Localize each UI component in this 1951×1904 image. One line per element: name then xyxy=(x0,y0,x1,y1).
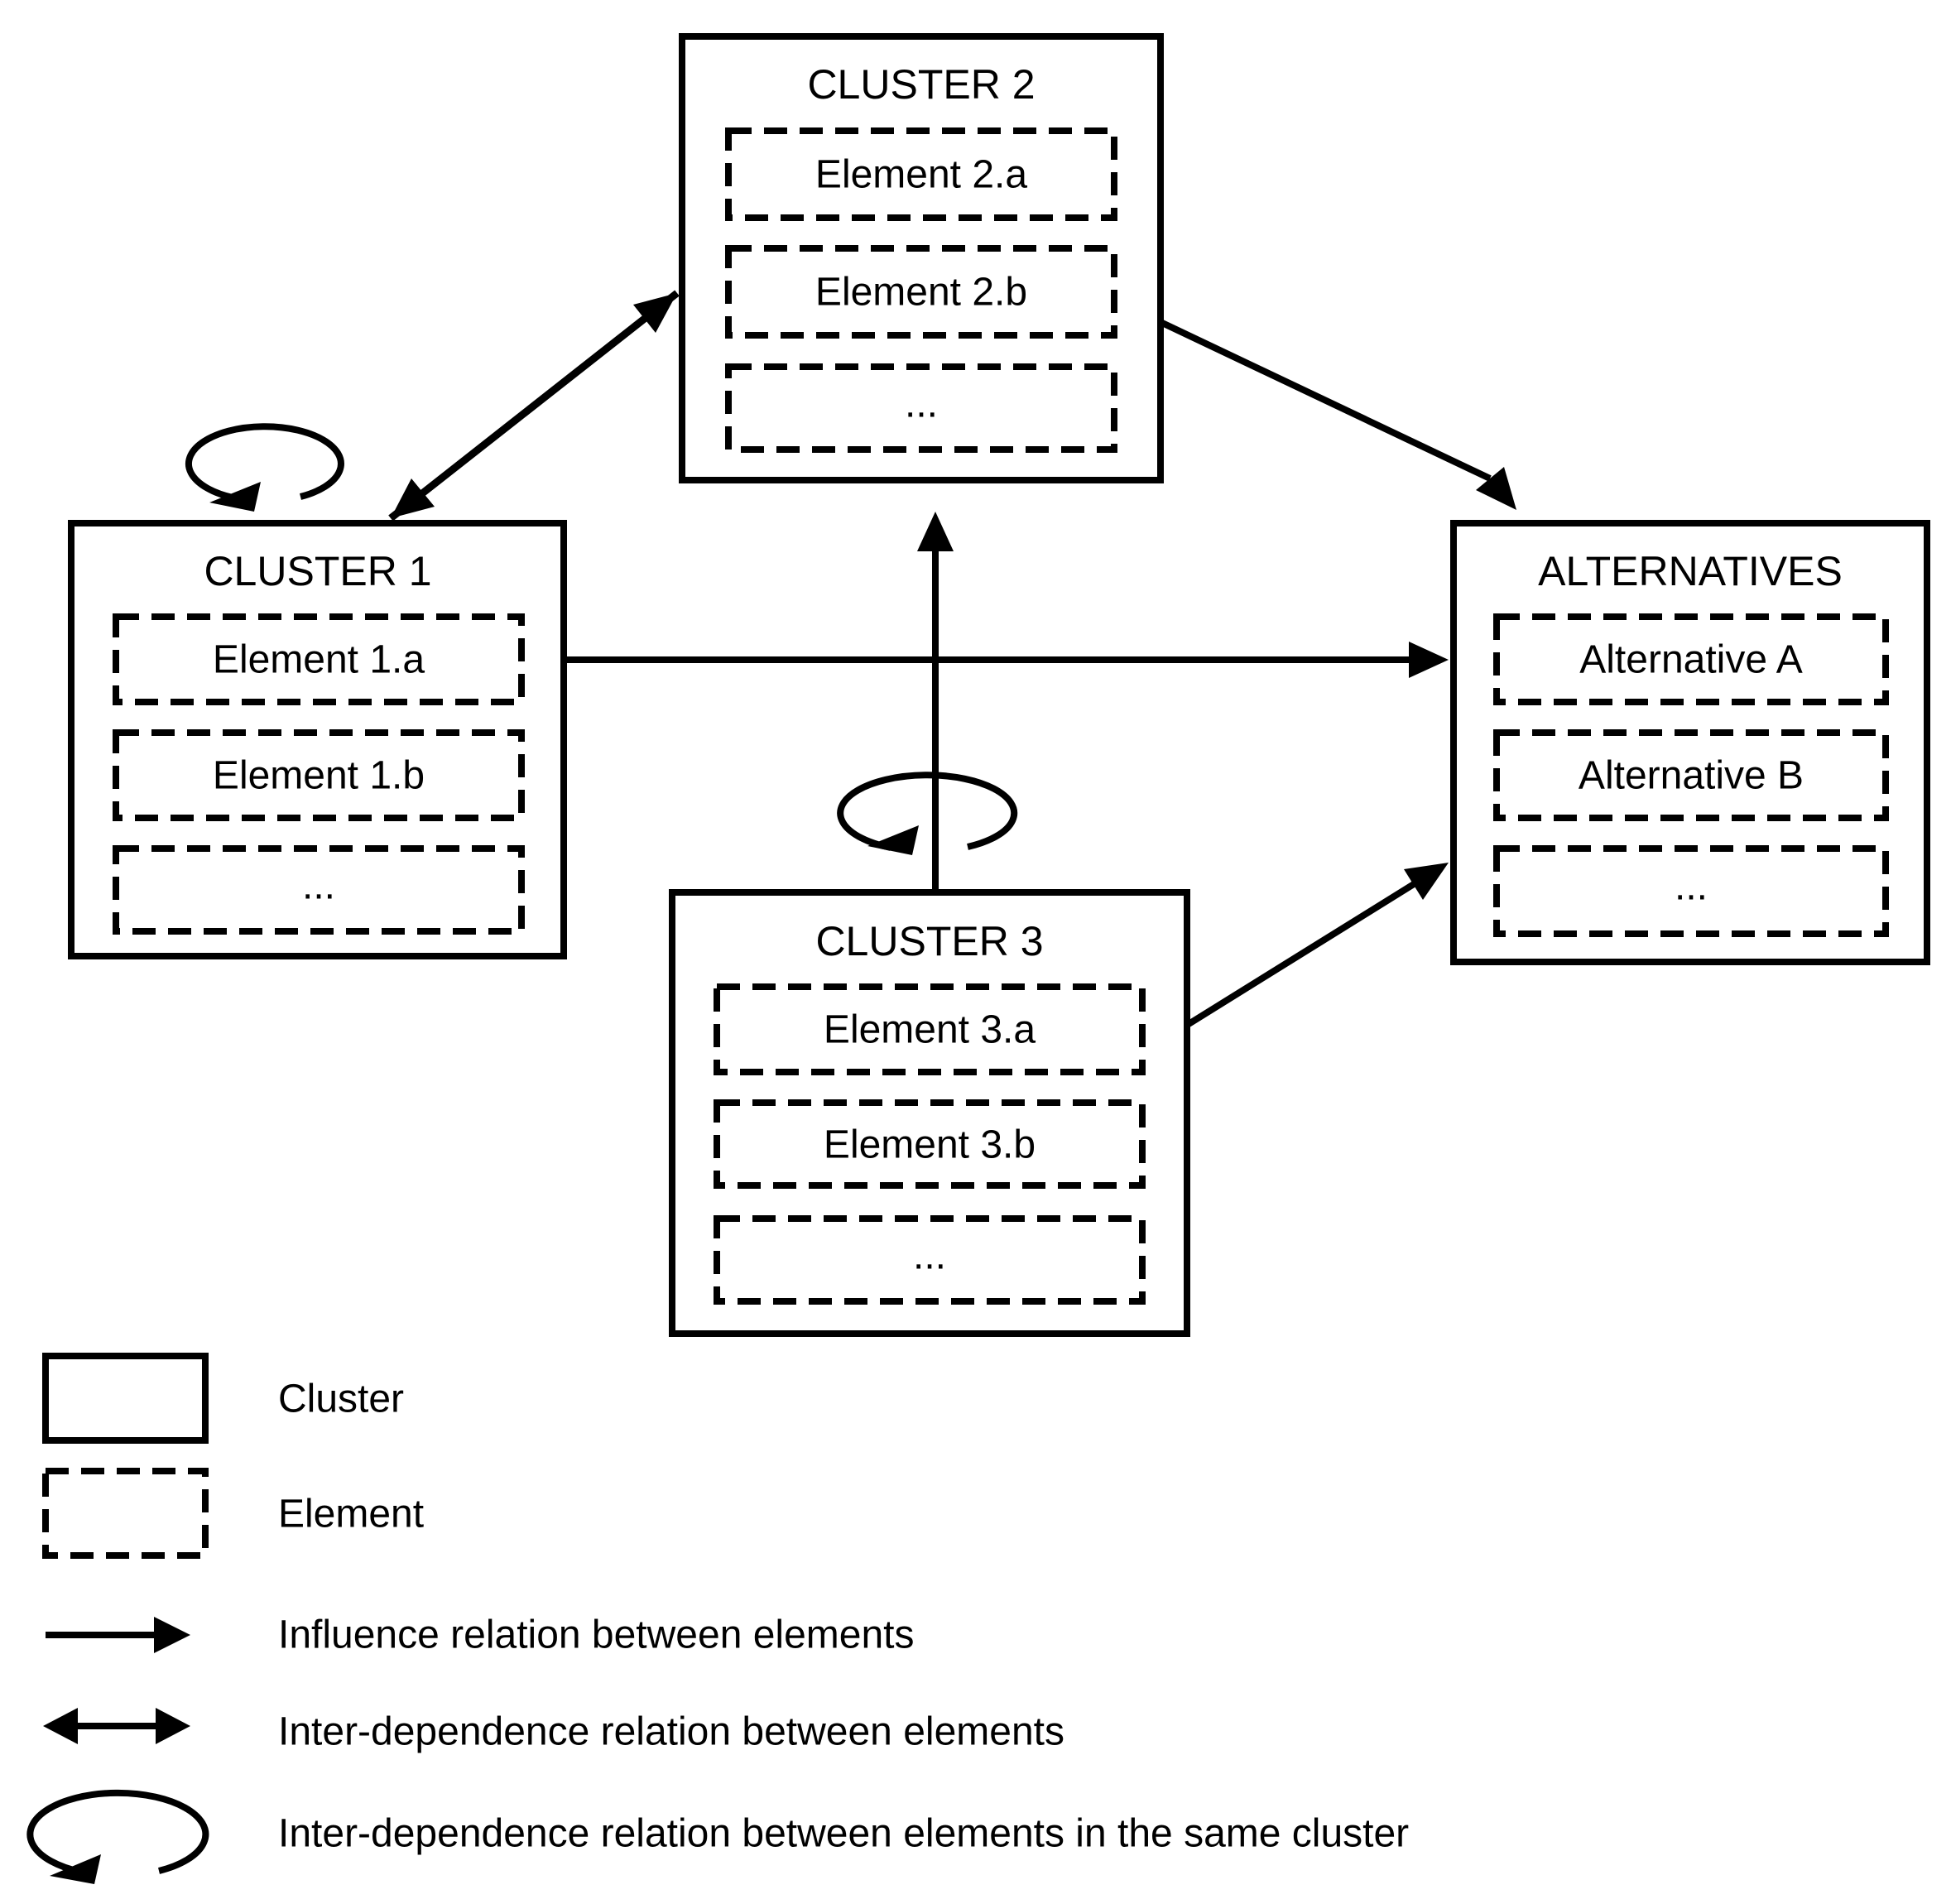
alternative-a-label: Alternative A xyxy=(1579,638,1802,682)
cluster3-loop-arc xyxy=(837,772,1018,851)
cluster1-element-1b-box xyxy=(113,729,525,821)
legend-influence-arrowhead xyxy=(154,1617,190,1653)
cluster2-element-more-box xyxy=(725,363,1117,453)
interdependence-arrowhead-cluster1-end xyxy=(391,478,435,518)
cluster2-alternatives-shaft xyxy=(1161,320,1492,482)
legend-cluster-symbol xyxy=(42,1353,209,1444)
alternatives-border xyxy=(1450,520,1930,965)
cluster2-border xyxy=(679,33,1164,483)
legend-element-label: Element xyxy=(278,1493,424,1536)
relation-arrows xyxy=(185,290,1516,1027)
cluster3-element-3a-label: Element 3.a xyxy=(824,1008,1036,1052)
legend-interdependence-arrowhead-left xyxy=(43,1708,78,1744)
cluster-2: CLUSTER 2 Element 2.a Element 2.b ... xyxy=(679,33,1164,483)
cluster2-element-2a-box xyxy=(725,127,1117,221)
cluster3-title: CLUSTER 3 xyxy=(815,918,1043,964)
interdependence-arrow-shaft xyxy=(388,290,680,522)
influence-arrow-cluster1-to-alternatives xyxy=(565,642,1449,678)
legend-interdependence-label: Inter-dependence relation between elemen… xyxy=(278,1710,1064,1754)
cluster3-border xyxy=(669,889,1190,1337)
alternative-a-box xyxy=(1493,613,1889,705)
legend-influence-arrow xyxy=(46,1617,190,1653)
legend-influence-label: Influence relation between elements xyxy=(278,1613,915,1657)
self-loop-cluster1 xyxy=(185,423,344,512)
legend-interdependence-arrow xyxy=(43,1708,190,1744)
cluster1-element-1b-label: Element 1.b xyxy=(213,754,425,798)
cluster2-element-2b-label: Element 2.b xyxy=(815,271,1027,315)
alternative-more-label: ... xyxy=(1675,865,1708,909)
alternatives-cluster: ALTERNATIVES Alternative A Alternative B… xyxy=(1450,520,1930,965)
cluster3-element-3b-box xyxy=(714,1099,1146,1189)
cluster3-alternatives-arrowhead xyxy=(1404,863,1449,900)
alternative-b-box xyxy=(1493,729,1889,821)
legend-same-cluster-loop xyxy=(26,1789,209,1884)
cluster2-title: CLUSTER 2 xyxy=(807,61,1035,108)
legend-loop-arrowhead xyxy=(50,1854,101,1884)
cluster3-loop-arrowhead xyxy=(867,825,919,855)
interdependence-arrowhead-cluster2-end xyxy=(633,293,677,333)
cluster1-loop-arrowhead xyxy=(209,482,261,512)
cluster2-element-2a-label: Element 2.a xyxy=(815,153,1027,197)
legend-loop-arc xyxy=(26,1789,209,1875)
legend: Cluster Element Influence relation betwe… xyxy=(26,1353,1409,1884)
legend-interdependence-arrowhead-right xyxy=(156,1708,190,1744)
cluster-3: CLUSTER 3 Element 3.a Element 3.b ... xyxy=(669,889,1190,1337)
influence-arrow-cluster2-to-alternatives xyxy=(1161,320,1516,510)
cluster1-element-more-box xyxy=(113,845,525,935)
cluster3-element-3b-label: Element 3.b xyxy=(824,1123,1036,1167)
cluster3-alternatives-shaft xyxy=(1186,881,1416,1027)
cluster2-element-2b-box xyxy=(725,245,1117,339)
self-loop-cluster3 xyxy=(837,772,1018,855)
legend-element-symbol xyxy=(42,1468,209,1559)
legend-cluster-label: Cluster xyxy=(278,1378,404,1421)
cluster1-element-more-label: ... xyxy=(302,864,335,908)
cluster1-title: CLUSTER 1 xyxy=(204,548,431,594)
interdependence-arrow-cluster1-cluster2 xyxy=(388,290,680,522)
cluster1-loop-arc xyxy=(185,423,344,501)
alternative-b-label: Alternative B xyxy=(1579,754,1804,798)
legend-same-cluster-label: Inter-dependence relation between elemen… xyxy=(278,1812,1409,1856)
influence-arrow-cluster3-to-alternatives xyxy=(1186,863,1449,1027)
cluster3-element-more-box xyxy=(714,1215,1146,1305)
cluster-1: CLUSTER 1 Element 1.a Element 1.b ... xyxy=(68,520,567,959)
cluster1-element-1a-label: Element 1.a xyxy=(213,638,425,682)
cluster2-element-more-label: ... xyxy=(905,382,938,426)
cluster1-border xyxy=(68,520,567,959)
cluster1-alternatives-arrowhead xyxy=(1409,642,1449,678)
alternative-more-box xyxy=(1493,845,1889,937)
cluster3-element-more-label: ... xyxy=(913,1234,946,1278)
alternatives-title: ALTERNATIVES xyxy=(1538,548,1843,594)
cluster3-element-3a-box xyxy=(714,983,1146,1075)
cluster2-alternatives-arrowhead xyxy=(1476,467,1516,510)
cluster1-element-1a-box xyxy=(113,613,525,705)
cluster3-cluster2-arrowhead xyxy=(917,512,954,551)
influence-arrow-cluster3-to-cluster2 xyxy=(917,512,954,891)
